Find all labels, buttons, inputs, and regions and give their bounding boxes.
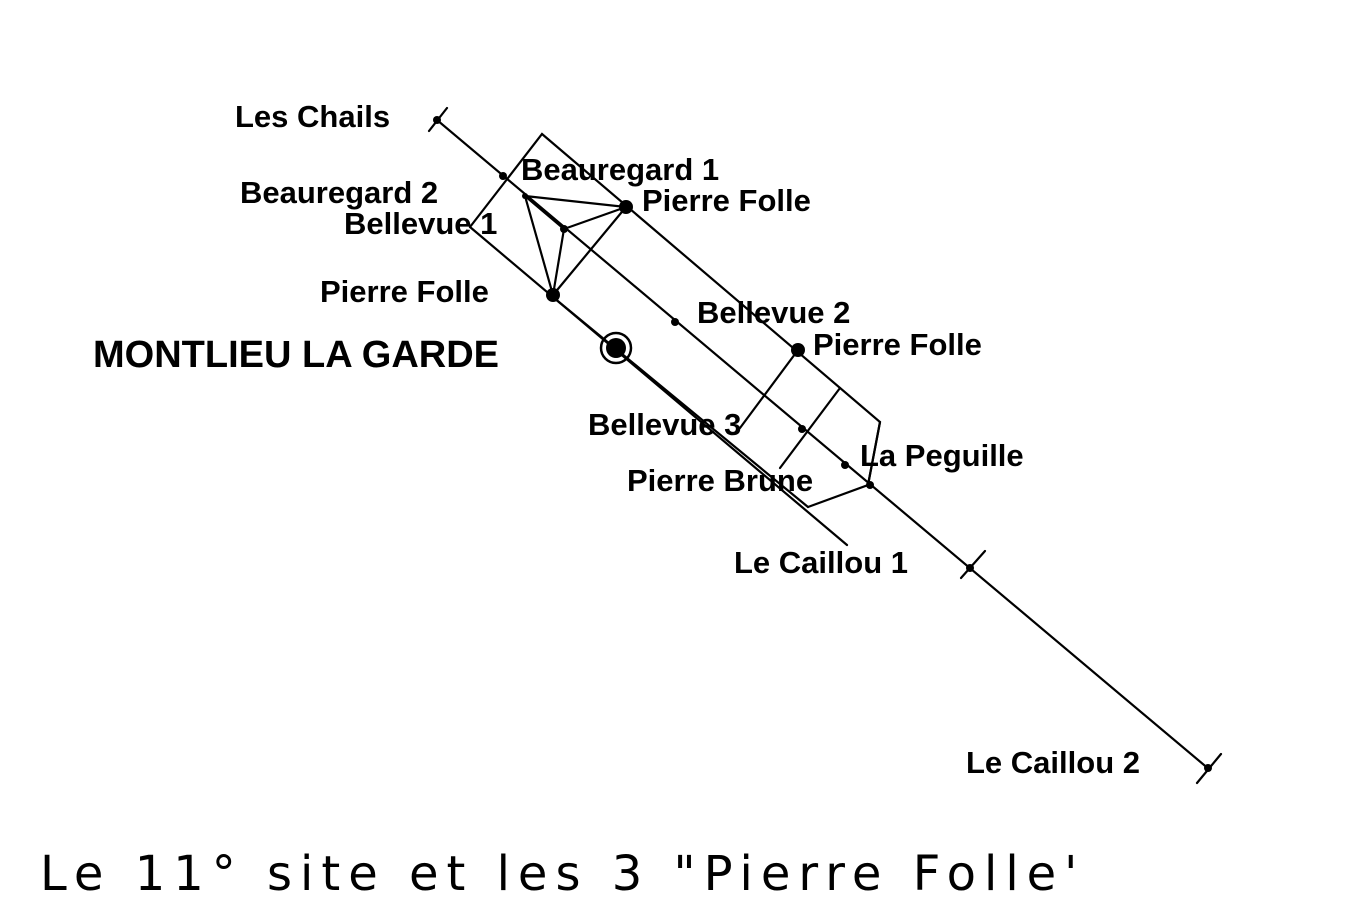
- triangle-pierre-folle: [523, 194, 629, 298]
- label-bellevue-1: Bellevue 1: [344, 206, 497, 241]
- point-pierre-folle-b: [546, 288, 560, 302]
- label-pierre-brune: Pierre Brune: [627, 463, 813, 498]
- label-pierre-folle-a: Pierre Folle: [642, 183, 811, 218]
- label-beauregard-2: Beauregard 2: [240, 175, 438, 210]
- label-le-caillou-2: Le Caillou 2: [966, 745, 1140, 780]
- point-bellevue-3: [798, 425, 806, 433]
- parallel-line-bellevue: [468, 225, 849, 547]
- point-bellevue-2: [671, 318, 679, 326]
- label-beauregard-1: Beauregard 1: [521, 152, 719, 187]
- point-la-peguille: [866, 481, 874, 489]
- triangle-inner-3: [562, 205, 628, 231]
- parallel-line-pierre-folle: [546, 291, 810, 509]
- point-pierre-folle-a: [619, 200, 633, 214]
- label-bellevue-2: Bellevue 2: [697, 295, 850, 330]
- diagram-caption: Le 11° site et les 3 "Pierre Folle': [40, 846, 1085, 902]
- point-pierre-folle-c: [791, 343, 805, 357]
- point-les-chails: [433, 116, 441, 124]
- label-la-peguille: La Peguille: [860, 438, 1024, 473]
- label-pierre-folle-b: Pierre Folle: [320, 274, 489, 309]
- point-beauregard-1: [499, 172, 507, 180]
- band-cross-1: [738, 348, 800, 430]
- label-town: MONTLIEU LA GARDE: [93, 334, 499, 376]
- label-pierre-folle-c: Pierre Folle: [813, 327, 982, 362]
- point-pierre-brune: [841, 461, 849, 469]
- label-les-chails: Les Chails: [235, 99, 390, 134]
- main-alignment-line: [435, 118, 1212, 772]
- point-le-caillou-1: [966, 564, 974, 572]
- point-bellevue-1: [560, 225, 568, 233]
- label-bellevue-3: Bellevue 3: [588, 407, 741, 442]
- band-cross-3: [866, 420, 882, 487]
- triangle-inner-2: [551, 227, 566, 297]
- town-circle-icon: [599, 331, 633, 365]
- band-cross-2: [778, 386, 842, 470]
- point-beauregard-2: [522, 193, 528, 199]
- tick-le-caillou-1: [959, 549, 987, 580]
- point-le-caillou-2: [1204, 764, 1212, 772]
- triangle-inner-1: [523, 194, 566, 231]
- label-le-caillou-1: Le Caillou 1: [734, 545, 908, 580]
